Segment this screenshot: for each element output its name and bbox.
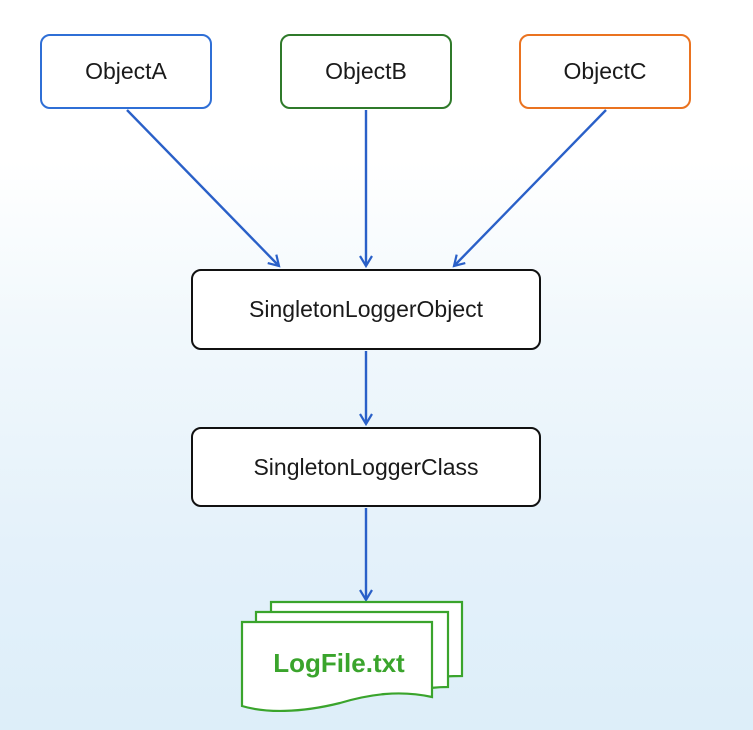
object-c-label: ObjectC [563,58,647,84]
object-c-node: ObjectC [519,34,691,109]
singleton-logger-class-node: SingletonLoggerClass [191,427,541,507]
singleton-logger-object-node: SingletonLoggerObject [191,269,541,350]
log-file-front-page [240,620,434,713]
object-b-node: ObjectB [280,34,452,109]
object-b-label: ObjectB [325,58,407,84]
arrow-object-c-to-singleton-object [452,109,607,268]
object-a-node: ObjectA [40,34,212,109]
singleton-logger-object-label: SingletonLoggerObject [249,296,483,322]
log-file-stack-icon: LogFile.txt [240,600,464,713]
singleton-logger-class-label: SingletonLoggerClass [253,453,479,480]
arrow-object-a-to-singleton-object [126,109,281,268]
object-a-label: ObjectA [85,58,167,84]
log-file-label: LogFile.txt [273,648,405,678]
